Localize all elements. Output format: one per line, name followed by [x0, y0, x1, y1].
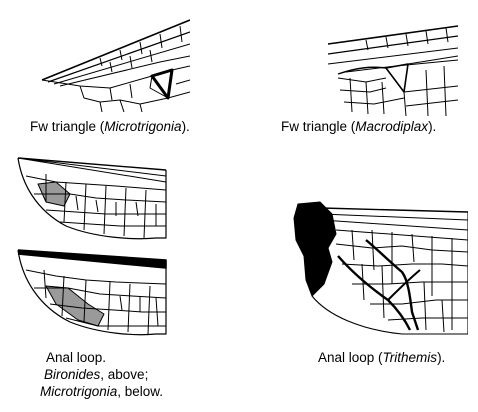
- caption-anal-loop-line3: Microtrigonia, below.: [40, 384, 164, 399]
- caption-fw-microtrigonia: Fw triangle (Microtrigonia).: [30, 119, 190, 134]
- microtrigonia-triangle-drawing: [41, 19, 190, 112]
- microtrigonia-anal-loop-drawing: [17, 249, 167, 336]
- caption-anal-loop-trithemis: Anal loop (Trithemis).: [318, 350, 446, 365]
- wing-anal-bironides: [16, 154, 168, 242]
- wing-anal-microtrigonia: [16, 246, 168, 338]
- trithemis-anal-loop-drawing: [293, 201, 468, 335]
- wing-fw-macrodiplax: [326, 22, 458, 118]
- caption-fw-macrodiplax: Fw triangle (Macrodiplax).: [281, 119, 437, 134]
- caption-anal-loop-line2: Bironides, above;: [44, 367, 149, 382]
- caption-anal-loop-left: Anal loop. Bironides, above; Microtrigon…: [40, 349, 163, 400]
- bironides-anal-loop-drawing: [17, 157, 167, 240]
- macrodiplax-triangle-drawing: [327, 25, 458, 117]
- caption-anal-loop-line1: Anal loop.: [46, 350, 107, 365]
- wing-fw-microtrigonia: [40, 14, 190, 112]
- wing-anal-trithemis: [292, 200, 468, 336]
